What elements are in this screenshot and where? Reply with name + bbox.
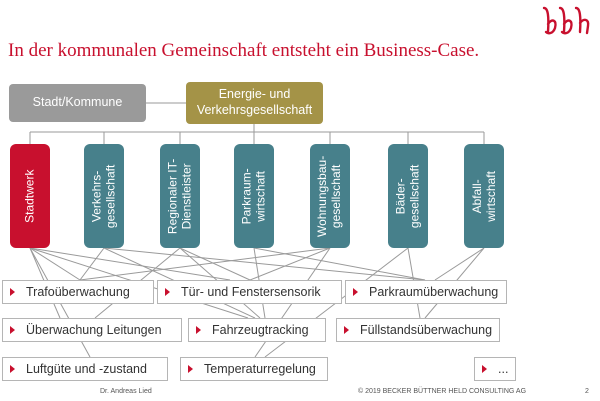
- bullet-icon: [196, 326, 201, 334]
- app-fahrzeugtracking: Fahrzeugtracking: [188, 318, 326, 342]
- bullet-icon: [10, 326, 15, 334]
- bbh-logo: [542, 6, 590, 35]
- app-label: Temperaturregelung: [204, 362, 316, 376]
- company-label: Energie- und Verkehrsgesellschaft: [196, 87, 313, 117]
- city-box: Stadt/Kommune: [9, 84, 146, 122]
- app-label: ...: [498, 362, 509, 376]
- unit-label: Parkraum- wirtschaft: [239, 167, 269, 225]
- bullet-icon: [482, 365, 487, 373]
- app-tuer-fenstersensorik: Tür- und Fenstersensorik: [157, 280, 342, 304]
- bullet-icon: [188, 365, 193, 373]
- app-ueberwachung-leitungen: Überwachung Leitungen: [2, 318, 182, 342]
- unit-baeder: Bäder- gesellschaft: [388, 144, 428, 248]
- app-label: Tür- und Fenstersensorik: [181, 285, 321, 299]
- unit-label: Bäder- gesellschaft: [393, 164, 422, 228]
- bullet-icon: [10, 365, 15, 373]
- footer-author: Dr. Andreas Lied: [100, 388, 152, 395]
- unit-it-dienstleister: Regionaler IT- Dienstleister: [160, 144, 200, 248]
- company-box: Energie- und Verkehrsgesellschaft: [186, 82, 323, 124]
- app-parkraumueberwachung: Parkraumüberwachung: [345, 280, 507, 304]
- unit-label: Abfall- wirtschaft: [469, 170, 498, 222]
- unit-wohnungsbau: Wohnungsbau- gesellschaft: [310, 144, 350, 248]
- app-fuellstandsueberwachung: Füllstandsüberwachung: [336, 318, 500, 342]
- bullet-icon: [10, 288, 15, 296]
- bullet-icon: [165, 288, 170, 296]
- footer-copyright: © 2019 BECKER BÜTTNER HELD CONSULTING AG: [358, 388, 527, 395]
- unit-label: Verkehrs- gesellschaft: [89, 164, 118, 228]
- app-label: Fahrzeugtracking: [212, 323, 309, 337]
- bullet-icon: [353, 288, 358, 296]
- app-label: Trafoüberwachung: [26, 285, 130, 299]
- page-title: In der kommunalen Gemeinschaft entsteht …: [8, 40, 480, 61]
- unit-stadtwerk: Stadtwerk: [10, 144, 50, 248]
- app-trafoueberwachung: Trafoüberwachung: [2, 280, 154, 304]
- footer-page-number: 2: [585, 388, 589, 395]
- app-label: Überwachung Leitungen: [26, 323, 162, 337]
- unit-verkehrsgesellschaft: Verkehrs- gesellschaft: [84, 144, 124, 248]
- app-luftguete: Luftgüte und -zustand: [2, 357, 168, 381]
- app-label: Parkraumüberwachung: [369, 285, 499, 299]
- unit-abfall: Abfall- wirtschaft: [464, 144, 504, 248]
- app-temperaturregelung: Temperaturregelung: [180, 357, 328, 381]
- unit-parkraumwirtschaft: Parkraum- wirtschaft: [234, 144, 274, 248]
- unit-label: Stadtwerk: [22, 169, 37, 223]
- unit-label: Regionaler IT- Dienstleister: [165, 158, 194, 234]
- bullet-icon: [344, 326, 349, 334]
- unit-label: Wohnungsbau- gesellschaft: [315, 155, 345, 237]
- app-more: ...: [474, 357, 516, 381]
- app-label: Luftgüte und -zustand: [26, 362, 147, 376]
- city-label: Stadt/Kommune: [32, 95, 123, 110]
- app-label: Füllstandsüberwachung: [360, 323, 493, 337]
